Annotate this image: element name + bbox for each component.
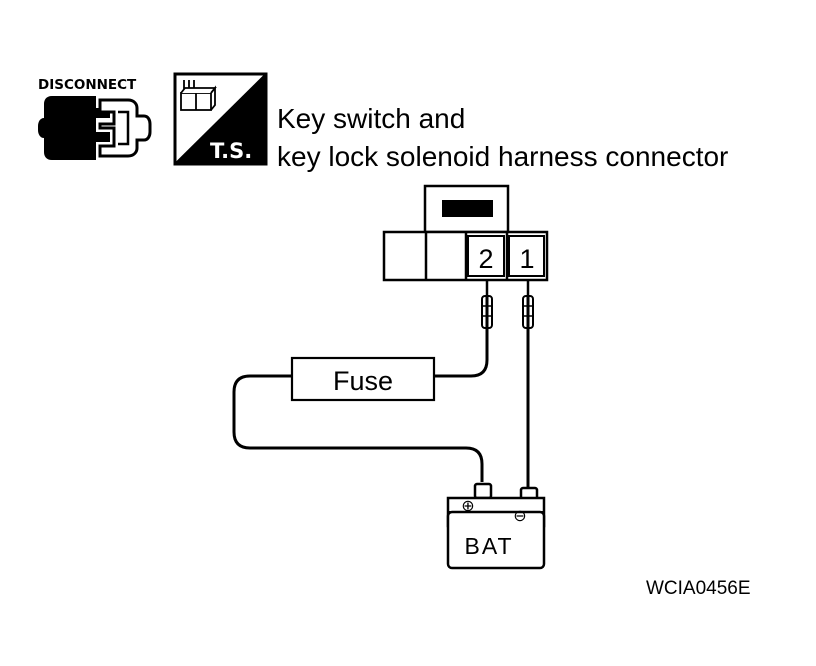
wire-terminal-2-to-fuse — [434, 328, 489, 378]
harness-connector: 2 1 — [382, 184, 549, 282]
battery: ⊕ ⊖ BAT — [446, 482, 546, 570]
terminal-2-label: 2 — [478, 244, 493, 274]
wire-fuse-to-battery-positive — [232, 374, 484, 482]
test-probe-terminal-2 — [481, 280, 493, 329]
connector-lock-tab — [442, 200, 493, 217]
disconnect-plug-left — [38, 96, 110, 160]
wiring — [232, 328, 530, 488]
terminal-2-cavity — [467, 235, 505, 277]
ts-connector-sketch — [180, 80, 217, 111]
figure-code: WCIA0456E — [646, 578, 751, 599]
title-line-1: Key switch and — [277, 103, 465, 134]
battery-negative-symbol: ⊖ — [513, 508, 526, 525]
battery-body — [446, 510, 546, 570]
battery-positive-symbol: ⊕ — [461, 498, 474, 515]
disconnect-icon: DISCONNECT — [38, 77, 152, 160]
test-probe-terminal-1 — [522, 280, 534, 329]
fuse-label: Fuse — [333, 366, 393, 396]
terminal-1-cavity — [508, 235, 545, 277]
terminal-1-label: 1 — [519, 244, 534, 274]
title-line-2: key lock solenoid harness connector — [277, 141, 728, 172]
ts-icon: T.S. — [173, 72, 268, 166]
fuse: Fuse — [290, 356, 436, 402]
battery-positive-post — [473, 482, 493, 500]
ts-label: T.S. — [210, 139, 252, 163]
disconnect-label: DISCONNECT — [38, 77, 137, 93]
battery-label: BAT — [464, 533, 513, 559]
disconnect-plug-right — [98, 98, 152, 158]
